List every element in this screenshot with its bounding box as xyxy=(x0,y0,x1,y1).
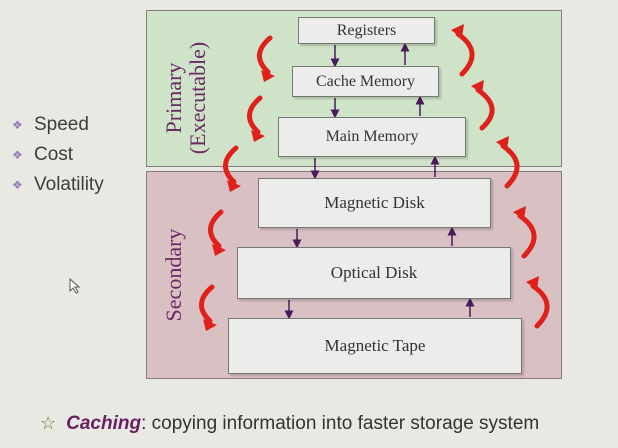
criteria-label: Speed xyxy=(34,114,89,135)
criteria-label: Volatility xyxy=(34,174,104,195)
magnetic-tape-box: Magnetic Tape xyxy=(228,318,522,374)
caption-term: Caching xyxy=(66,413,142,434)
registers-box: Registers xyxy=(298,17,435,44)
caption-text: : copying information into faster storag… xyxy=(141,413,540,434)
star-icon: ☆ xyxy=(40,413,57,433)
curved-arrow-right xyxy=(500,143,520,189)
curved-arrow-left xyxy=(223,145,239,185)
criteria-item: ❖ Speed xyxy=(12,110,104,140)
curved-arrow-right xyxy=(530,283,550,329)
curved-arrow-left xyxy=(257,35,273,75)
curved-arrow-right xyxy=(475,87,495,131)
criteria-item: ❖ Volatility xyxy=(12,170,104,200)
curved-arrow-left xyxy=(199,284,215,324)
magnetic-disk-box: Magnetic Disk xyxy=(258,178,491,228)
diamond-bullet-icon: ❖ xyxy=(12,118,23,132)
curved-arrow-right xyxy=(455,31,475,77)
mouse-pointer-icon xyxy=(69,278,81,294)
diamond-bullet-icon: ❖ xyxy=(12,178,23,192)
criteria-item: ❖ Cost xyxy=(12,140,104,170)
curved-arrow-left xyxy=(247,95,263,135)
criteria-list: ❖ Speed ❖ Cost ❖ Volatility xyxy=(12,110,104,200)
curved-arrow-right xyxy=(517,213,537,259)
curved-arrow-left xyxy=(208,209,224,249)
cache-memory-box: Cache Memory xyxy=(292,66,439,97)
diamond-bullet-icon: ❖ xyxy=(12,148,23,162)
criteria-label: Cost xyxy=(34,144,74,165)
caption: ☆ Caching: copying information into faste… xyxy=(40,413,610,435)
optical-disk-box: Optical Disk xyxy=(237,247,511,299)
main-memory-box: Main Memory xyxy=(278,117,466,157)
